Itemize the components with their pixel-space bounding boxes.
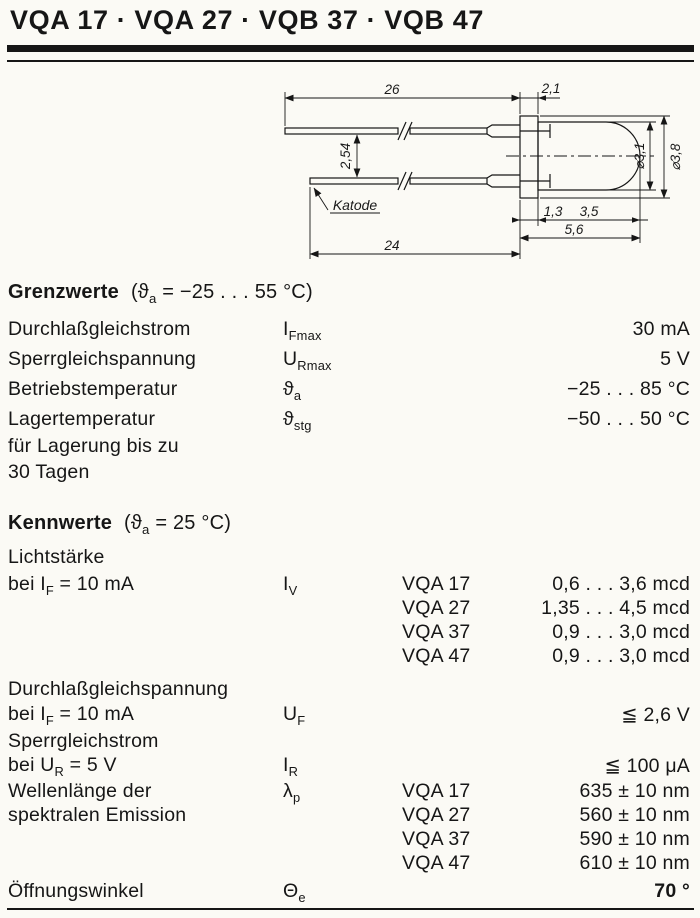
- model-name: VQA 47: [402, 852, 471, 874]
- spec-value: ≦ 100 μA: [604, 755, 690, 777]
- dimension-lines: [284, 92, 670, 259]
- section-title: Kennwerte: [8, 512, 113, 534]
- spec-value: 70 °: [654, 880, 690, 902]
- spec-value: 560 ± 10 nm: [579, 804, 690, 826]
- model-name: VQA 27: [402, 804, 471, 826]
- spec-value: 0,9 . . . 3,0 mcd: [552, 645, 690, 667]
- spec-value: ≦ 2,6 V: [621, 704, 690, 726]
- section-condition: (ϑa = −25 . . . 55 °C): [130, 281, 313, 306]
- model-name: VQA 37: [402, 828, 471, 850]
- spec-value: 0,9 . . . 3,0 mcd: [552, 621, 690, 643]
- spec-label: Lichtstärke: [8, 546, 105, 568]
- model-name: VQA 17: [402, 573, 471, 595]
- dimension-arrowheads: [512, 95, 640, 223]
- dim-13-label: 1,3: [544, 204, 563, 219]
- cathode-label: Katode: [333, 197, 378, 213]
- spec-value: 30 mA: [632, 318, 690, 340]
- spec-symbol: IV: [283, 573, 298, 598]
- dim-56-label: 5,6: [565, 222, 584, 237]
- spec-symbol: URmax: [283, 348, 332, 373]
- spec-symbol: λp: [283, 780, 301, 805]
- section-heading-kennwerte: Kennwerte (ϑa = 25 °C): [8, 512, 232, 537]
- section-condition: (ϑa = 25 °C): [124, 512, 232, 537]
- spec-symbol: UF: [283, 703, 306, 728]
- spec-value: 1,35 . . . 4,5 mcd: [541, 597, 690, 619]
- spec-value: 5 V: [660, 348, 690, 370]
- spec-value: 0,6 . . . 3,6 mcd: [552, 573, 690, 595]
- dia-38-label: ⌀3,8: [668, 143, 683, 170]
- model-name: VQA 17: [402, 780, 471, 802]
- dim-26-label: 26: [383, 82, 400, 97]
- spec-value: 590 ± 10 nm: [579, 828, 690, 850]
- spec-label-line2: spektralen Emission: [8, 804, 187, 826]
- dim-24-label: 24: [383, 238, 399, 253]
- spec-label: Wellenlänge der: [8, 780, 152, 802]
- spec-label-line3: 30 Tagen: [8, 461, 90, 483]
- anode-lead: [284, 121, 520, 141]
- spec-value: 635 ± 10 nm: [579, 780, 690, 802]
- spec-symbol: IR: [283, 754, 299, 779]
- spec-label: Sperrgleichspannung: [8, 348, 197, 370]
- spec-label: Durchlaßgleichspannung: [8, 678, 229, 700]
- dim-21-label: 2,1: [541, 81, 561, 96]
- dim-254-label: 2,54: [338, 143, 353, 170]
- spec-symbol: Θe: [283, 880, 306, 905]
- section-title: Grenzwerte: [8, 281, 119, 303]
- dia-31-label: ⌀3,1: [632, 143, 647, 170]
- section-heading-grenzwerte: Grenzwerte (ϑa = −25 . . . 55 °C): [8, 281, 313, 306]
- model-name: VQA 47: [402, 645, 471, 667]
- spec-label: Lagertemperatur: [8, 408, 156, 430]
- cathode-lead: [309, 171, 520, 191]
- spec-label: Betriebstemperatur: [8, 378, 178, 400]
- spec-value: −50 . . . 50 °C: [567, 408, 690, 430]
- spec-symbol: ϑa: [283, 378, 302, 403]
- model-name: VQA 27: [402, 597, 471, 619]
- spec-label: Sperrgleichstrom: [8, 730, 159, 752]
- spec-label: Öffnungswinkel: [8, 880, 144, 902]
- spec-symbol: ϑstg: [283, 408, 312, 433]
- spec-condition-label: bei IF = 10 mA: [8, 703, 135, 728]
- spec-condition-label: bei UR = 5 V: [8, 754, 117, 779]
- model-name: VQA 37: [402, 621, 471, 643]
- spec-label: Durchlaßgleichstrom: [8, 318, 191, 340]
- spec-value: 610 ± 10 nm: [579, 852, 690, 874]
- dim-35-label: 3,5: [580, 204, 599, 219]
- spec-label-line2: für Lagerung bis zu: [8, 435, 179, 457]
- bottom-rule: [7, 908, 694, 910]
- spec-symbol: IFmax: [283, 318, 322, 343]
- led-technical-drawing: 26 2,1 2,54 Katode 24 1,3 3,5 5,6 ⌀3,1 ⌀…: [284, 81, 683, 259]
- title-rule-thick: [7, 45, 694, 52]
- spec-condition-label: bei IF = 10 mA: [8, 573, 135, 598]
- title-rule-thin: [7, 60, 694, 62]
- page-title: VQA 17 · VQA 27 · VQB 37 · VQB 47: [10, 5, 484, 35]
- led-body: [519, 115, 641, 199]
- spec-value: −25 . . . 85 °C: [567, 378, 690, 400]
